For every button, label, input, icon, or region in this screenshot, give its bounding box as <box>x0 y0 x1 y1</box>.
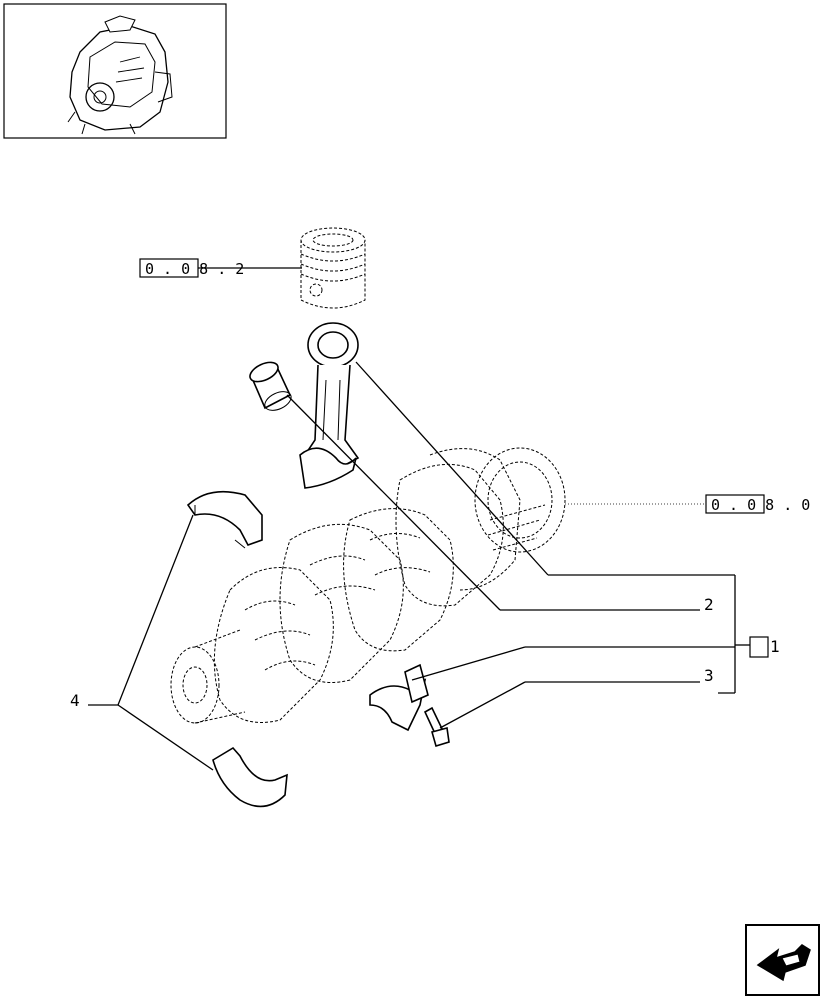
back-arrow-icon[interactable] <box>745 924 820 996</box>
connecting-rod-drawing <box>299 322 360 489</box>
bushing-drawing <box>249 361 292 411</box>
callout-2[interactable]: 2 <box>704 595 714 614</box>
piston-ref-label[interactable]: 0 . 0 8 . 2 <box>139 258 244 278</box>
rod-bearing-drawing <box>369 663 429 732</box>
crankshaft-drawing <box>170 447 566 724</box>
engine-thumbnail-icon[interactable] <box>3 3 227 139</box>
bolt-drawing <box>423 706 450 748</box>
main-bearing-lower-drawing <box>212 746 288 808</box>
leader-lines <box>88 267 750 771</box>
svg-text:0 . 0 8 . 2: 0 . 0 8 . 2 <box>145 260 244 278</box>
svg-text:0 . 0 8 . 0: 0 . 0 8 . 0 <box>711 496 810 514</box>
crank-ref-label[interactable]: 0 . 0 8 . 0 <box>705 494 810 514</box>
callout-4[interactable]: 4 <box>70 691 80 710</box>
callout-3[interactable]: 3 <box>704 666 714 685</box>
piston-drawing <box>300 227 366 309</box>
main-bearing-upper-drawing <box>186 490 263 549</box>
callout-1[interactable]: 1 <box>770 637 780 656</box>
callout-1-box <box>749 636 769 658</box>
